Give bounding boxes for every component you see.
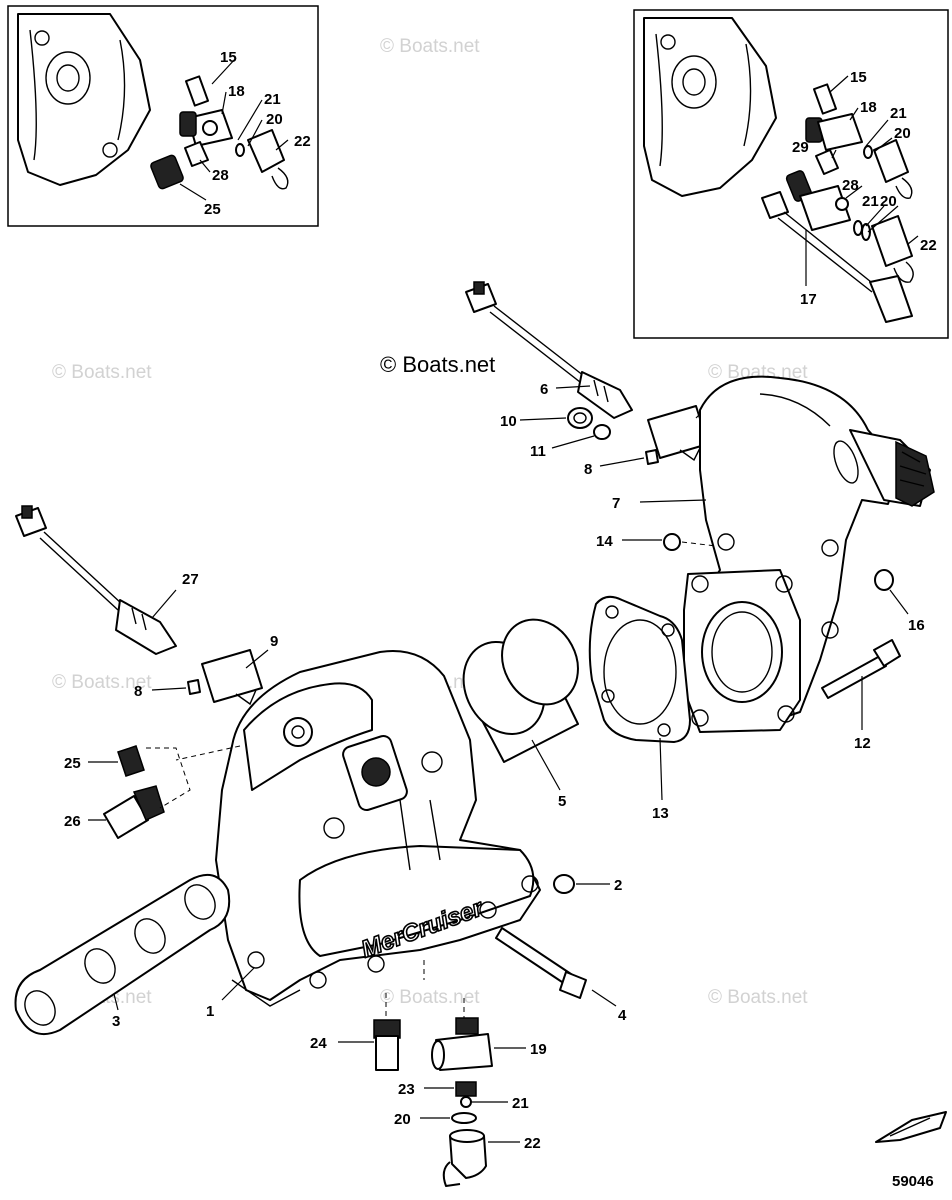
watermark: © Boats.net <box>380 36 480 57</box>
callout-26: 26 <box>64 813 81 830</box>
main-watermark: © Boats.net <box>380 352 495 377</box>
callout-11: 11 <box>530 443 546 460</box>
callout-21: 21 <box>264 91 281 108</box>
sleeve-5 <box>462 618 579 763</box>
cap-22-upper <box>873 139 909 183</box>
callout-25: 25 <box>64 755 81 772</box>
exhaust-manifold-1: MerCruiser <box>215 650 541 1007</box>
callout-7: 7 <box>612 495 620 512</box>
callout-29: 29 <box>792 139 809 156</box>
oxygen-sensor-27 <box>15 505 177 655</box>
callout-8: 8 <box>134 683 142 700</box>
callout-22: 22 <box>524 1135 541 1152</box>
inset-right: 15 18 21 20 29 28 21 20 22 17 <box>633 9 949 339</box>
callout-20: 20 <box>894 125 911 142</box>
cap-22-lower <box>871 215 913 267</box>
callout-3: 3 <box>112 1013 120 1030</box>
callout-28: 28 <box>212 167 229 184</box>
callout-22: 22 <box>294 133 311 150</box>
sensor-17-head <box>761 191 789 219</box>
callout-10: 10 <box>500 413 517 430</box>
fitting-24 <box>373 1019 401 1071</box>
nut-25 <box>150 154 184 190</box>
callout-28: 28 <box>842 177 859 194</box>
tee-fitting-lower <box>799 185 851 231</box>
plug-15 <box>184 75 210 107</box>
washer-11 <box>593 424 611 440</box>
callout-24: 24 <box>310 1035 327 1052</box>
plug-16 <box>874 569 894 591</box>
callout-18: 18 <box>860 99 877 116</box>
fitting-28 <box>184 141 209 167</box>
check-valve-23 <box>455 1081 477 1097</box>
callout-17: 17 <box>800 291 817 308</box>
manifold-port <box>45 51 91 105</box>
manifold-runner <box>298 845 535 957</box>
callout-20: 20 <box>880 193 897 210</box>
gasket-13 <box>588 595 691 743</box>
callout-14: 14 <box>596 533 613 550</box>
plug-10 <box>567 407 593 429</box>
tee-fitting-18 <box>817 113 863 151</box>
shield-9-lower <box>201 649 263 703</box>
tee-fitting-19 <box>431 1017 493 1071</box>
ball-21 <box>460 1096 472 1108</box>
callout-19: 19 <box>530 1041 547 1058</box>
callout-27: 27 <box>182 571 199 588</box>
callout-15: 15 <box>850 69 867 86</box>
oxygen-sensor-6 <box>465 281 633 419</box>
callout-8: 8 <box>584 461 592 478</box>
watermark: © Boats.net <box>708 987 808 1008</box>
callout-21: 21 <box>890 105 907 122</box>
callout-13: 13 <box>652 805 669 822</box>
nut-25 <box>117 745 145 777</box>
manifold-fragment <box>643 17 777 197</box>
fitting-28 <box>835 197 849 211</box>
inset-left: 15 18 21 20 22 28 25 <box>7 5 319 227</box>
callout-22: 22 <box>920 237 937 254</box>
callout-1: 1 <box>206 1003 214 1020</box>
callout-9: 9 <box>270 633 278 650</box>
bolt-12 <box>821 639 901 699</box>
sensor-17-connector <box>869 275 913 323</box>
screw-8 <box>187 679 201 695</box>
cap-22 <box>442 1129 487 1187</box>
nut-14 <box>663 533 681 551</box>
callout-12: 12 <box>854 735 871 752</box>
plug-15 <box>812 83 838 115</box>
manifold-gasket-3 <box>14 873 231 1035</box>
o-ring-20 <box>451 1112 477 1124</box>
bolt-4 <box>495 927 587 999</box>
callout-20: 20 <box>394 1111 411 1128</box>
callout-4: 4 <box>618 1007 627 1024</box>
callout-6: 6 <box>540 381 548 398</box>
watermark: © Boats.net <box>380 987 480 1008</box>
plug-2 <box>553 874 575 894</box>
callout-20: 20 <box>266 111 283 128</box>
watermark: © Boats.net <box>52 362 152 383</box>
screw-8 <box>645 449 659 465</box>
watermark: © Boats.net <box>52 672 152 693</box>
cap-22 <box>247 129 285 173</box>
figure-number: 59046 <box>892 1173 934 1190</box>
callout-21: 21 <box>862 193 879 210</box>
callout-2: 2 <box>614 877 622 894</box>
fitting-26 <box>103 785 165 839</box>
callout-15: 15 <box>220 49 237 66</box>
callout-5: 5 <box>558 793 566 810</box>
callout-16: 16 <box>908 617 925 634</box>
callout-23: 23 <box>398 1081 415 1098</box>
callout-25: 25 <box>204 201 221 218</box>
callout-21: 21 <box>512 1095 529 1112</box>
callout-18: 18 <box>228 83 245 100</box>
exhaust-elbow-7 <box>683 375 935 733</box>
manifold-fragment <box>17 13 151 186</box>
